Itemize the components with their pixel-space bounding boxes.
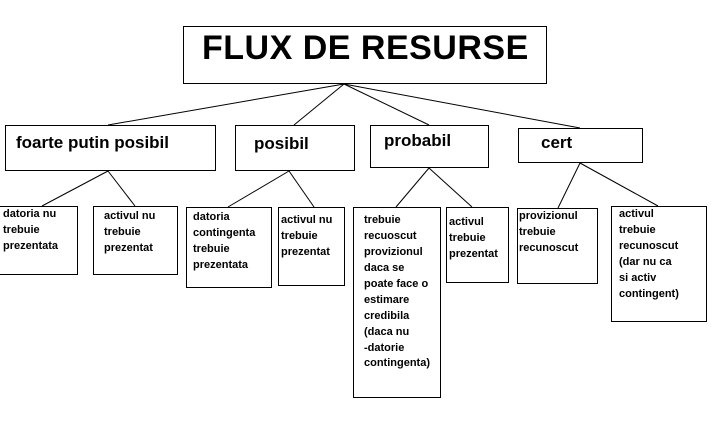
- connector-cat1-child2: [107, 170, 136, 207]
- leaf-cat2-liability: datoria contingenta trebuie prezentata: [186, 207, 272, 288]
- category-foarte-putin-posibil: foarte putin posibil: [5, 125, 216, 171]
- connector-cat3-child1: [395, 167, 430, 208]
- connector-root-cat1: [107, 83, 345, 126]
- root-node-title: FLUX DE RESURSE: [183, 26, 547, 84]
- leaf-cat4-asset: activul trebuie recunoscut (dar nu ca si…: [611, 206, 707, 322]
- category-cert: cert: [518, 128, 643, 163]
- leaf-cat1-liability: datoria nu trebuie prezentata: [0, 206, 78, 275]
- connector-root-cat3: [343, 83, 430, 126]
- leaf-cat2-asset: activul nu trebuie prezentat: [278, 207, 345, 286]
- connector-root-cat4: [343, 83, 581, 129]
- leaf-cat3-asset: activul trebuie prezentat: [446, 207, 509, 283]
- connector-cat4-child2: [579, 162, 659, 207]
- category-probabil: probabil: [370, 125, 489, 168]
- connector-cat1-child1: [41, 170, 109, 207]
- leaf-cat4-provision: provizionul trebuie recunoscut: [517, 208, 598, 284]
- leaf-cat1-asset: activul nu trebuie prezentat: [93, 206, 178, 275]
- category-posibil: posibil: [235, 125, 355, 171]
- connector-cat2-child2: [288, 170, 315, 208]
- connector-root-cat2: [293, 83, 345, 126]
- connector-cat2-child1: [227, 170, 290, 208]
- connector-cat4-child1: [557, 162, 581, 209]
- leaf-cat3-provision: trebuie recuoscut provizionul daca se po…: [353, 207, 441, 398]
- connector-cat3-child2: [428, 167, 473, 208]
